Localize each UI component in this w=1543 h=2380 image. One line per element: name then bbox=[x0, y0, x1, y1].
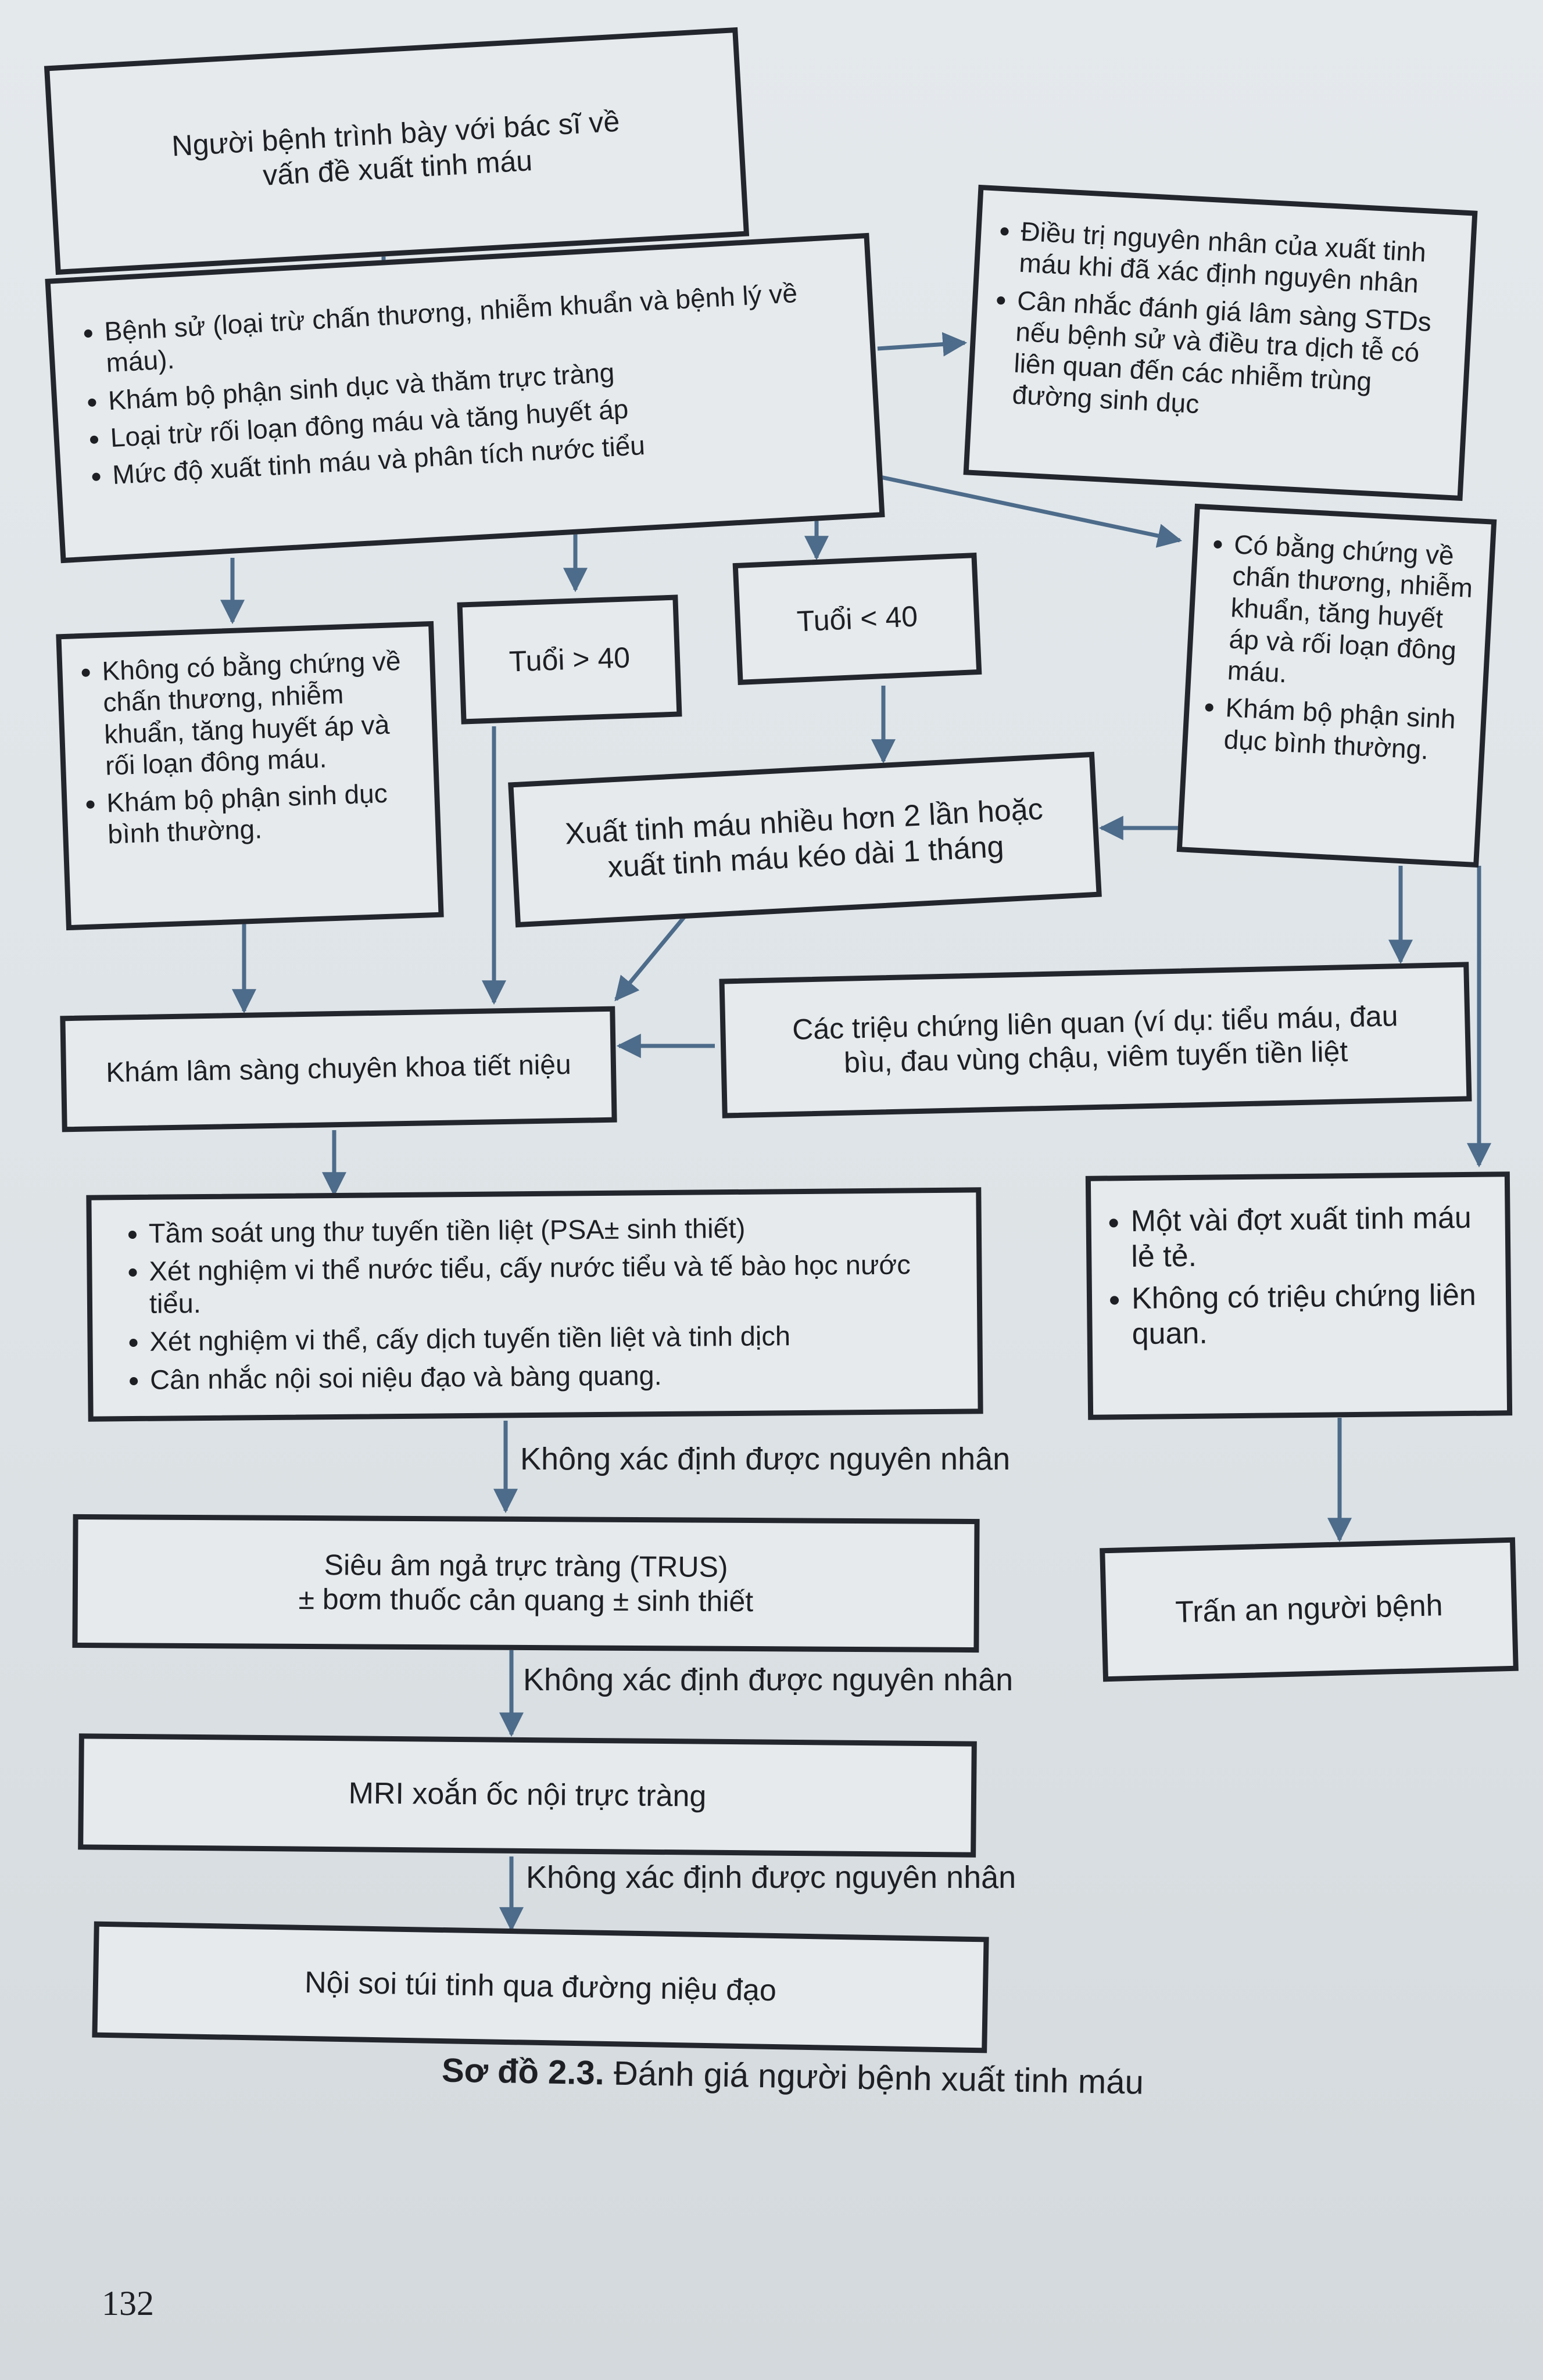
endoscopy-box: Nội soi túi tinh qua đường niệu đạo bbox=[92, 1921, 989, 2053]
evidence-box: Có bằng chứng về chấn thương, nhiễm khuẩ… bbox=[1176, 503, 1497, 868]
reassure-label: Trấn an người bệnh bbox=[1175, 1589, 1444, 1630]
evidence-list: Có bằng chứng về chấn thương, nhiễm khuẩ… bbox=[1195, 527, 1483, 768]
trus-line-1: Siêu âm ngả trực tràng (TRUS) bbox=[324, 1549, 728, 1583]
arrow-history-to-evidence bbox=[877, 474, 1183, 548]
evidence-item: Có bằng chứng về chấn thương, nhiễm khuẩ… bbox=[1227, 528, 1483, 698]
no-evidence-item: Khám bộ phận sinh dục bình thường. bbox=[106, 776, 424, 850]
symptoms-box: Các triệu chứng liên quan (ví dụ: tiểu m… bbox=[719, 962, 1472, 1119]
screening-item: Xét nghiệm vi thể, cấy dịch tuyến tiền l… bbox=[149, 1318, 948, 1357]
screening-list: Tầm soát ung thư tuyến tiền liệt (PSA± s… bbox=[121, 1210, 949, 1396]
not-found-label-3: Không xác định được nguyên nhân bbox=[526, 1860, 1016, 1895]
history-list: Bệnh sử (loại trừ chấn thương, nhiễm khu… bbox=[76, 274, 853, 492]
treatment-box: Điều trị nguyên nhân của xuất tinh máu k… bbox=[963, 184, 1478, 501]
isolated-box: Một vài đợt xuất tinh máu lẻ tẻ. Không c… bbox=[1085, 1171, 1513, 1420]
treatment-item: Cân nhắc đánh giá lâm sàng STDs nếu bệnh… bbox=[1011, 284, 1455, 433]
trus-line-2: ± bơm thuốc cản quang ± sinh thiết bbox=[298, 1582, 754, 1618]
start-box: Người bệnh trình bày với bác sĩ về vấn đ… bbox=[44, 27, 750, 275]
arrow-history-to-treatment bbox=[877, 332, 968, 357]
screening-item: Xét nghiệm vi thể nước tiểu, cấy nước ti… bbox=[149, 1248, 948, 1320]
treatment-list: Điều trị nguyên nhân của xuất tinh máu k… bbox=[984, 214, 1459, 433]
caption-label: Sơ đồ 2.3. bbox=[441, 2051, 605, 2092]
not-found-label-1: Không xác định được nguyên nhân bbox=[520, 1442, 1011, 1476]
page-number: 132 bbox=[102, 2284, 154, 2322]
no-evidence-box: Không có bằng chứng về chấn thương, nhiễ… bbox=[56, 621, 444, 931]
trus-box: Siêu âm ngả trực tràng (TRUS) ± bơm thuố… bbox=[72, 1514, 980, 1653]
no-evidence-list: Không có bằng chứng về chấn thương, nhiễ… bbox=[74, 644, 424, 851]
not-found-label-2: Không xác định được nguyên nhân bbox=[523, 1662, 1014, 1697]
reassure-box: Trấn an người bệnh bbox=[1100, 1537, 1519, 1682]
age-under-40-label: Tuổi < 40 bbox=[796, 599, 919, 638]
isolated-item: Một vài đợt xuất tinh máu lẻ tẻ. bbox=[1130, 1200, 1494, 1275]
evidence-item: Khám bộ phận sinh dục bình thường. bbox=[1223, 691, 1474, 768]
age-under-40-box: Tuổi < 40 bbox=[732, 552, 982, 686]
urology-exam-label: Khám lâm sàng chuyên khoa tiết niệu bbox=[105, 1049, 572, 1088]
age-over-40-box: Tuổi > 40 bbox=[457, 594, 682, 725]
screening-item: Tầm soát ung thư tuyến tiền liệt (PSA± s… bbox=[149, 1210, 947, 1249]
mri-box: MRI xoắn ốc nội trực tràng bbox=[78, 1733, 977, 1858]
isolated-list: Một vài đợt xuất tinh máu lẻ tẻ. Không c… bbox=[1102, 1200, 1495, 1352]
no-evidence-item: Không có bằng chứng về chấn thương, nhiễ… bbox=[102, 644, 422, 782]
recurrent-box: Xuất tinh máu nhiều hơn 2 lần hoặc xuất … bbox=[508, 751, 1102, 928]
screening-item: Cân nhắc nội soi niệu đạo và bàng quang. bbox=[150, 1357, 948, 1396]
arrow-recurrent-to-urology bbox=[614, 913, 688, 1002]
urology-exam-box: Khám lâm sàng chuyên khoa tiết niệu bbox=[60, 1006, 617, 1132]
endoscopy-label: Nội soi túi tinh qua đường niệu đạo bbox=[304, 1966, 777, 2008]
screening-box: Tầm soát ung thư tuyến tiền liệt (PSA± s… bbox=[86, 1187, 983, 1422]
isolated-item: Không có triệu chứng liên quan. bbox=[1132, 1277, 1495, 1352]
history-box: Bệnh sử (loại trừ chấn thương, nhiễm khu… bbox=[45, 232, 885, 564]
age-over-40-label: Tuổi > 40 bbox=[509, 640, 631, 678]
mri-label: MRI xoắn ốc nội trực tràng bbox=[348, 1776, 707, 1813]
